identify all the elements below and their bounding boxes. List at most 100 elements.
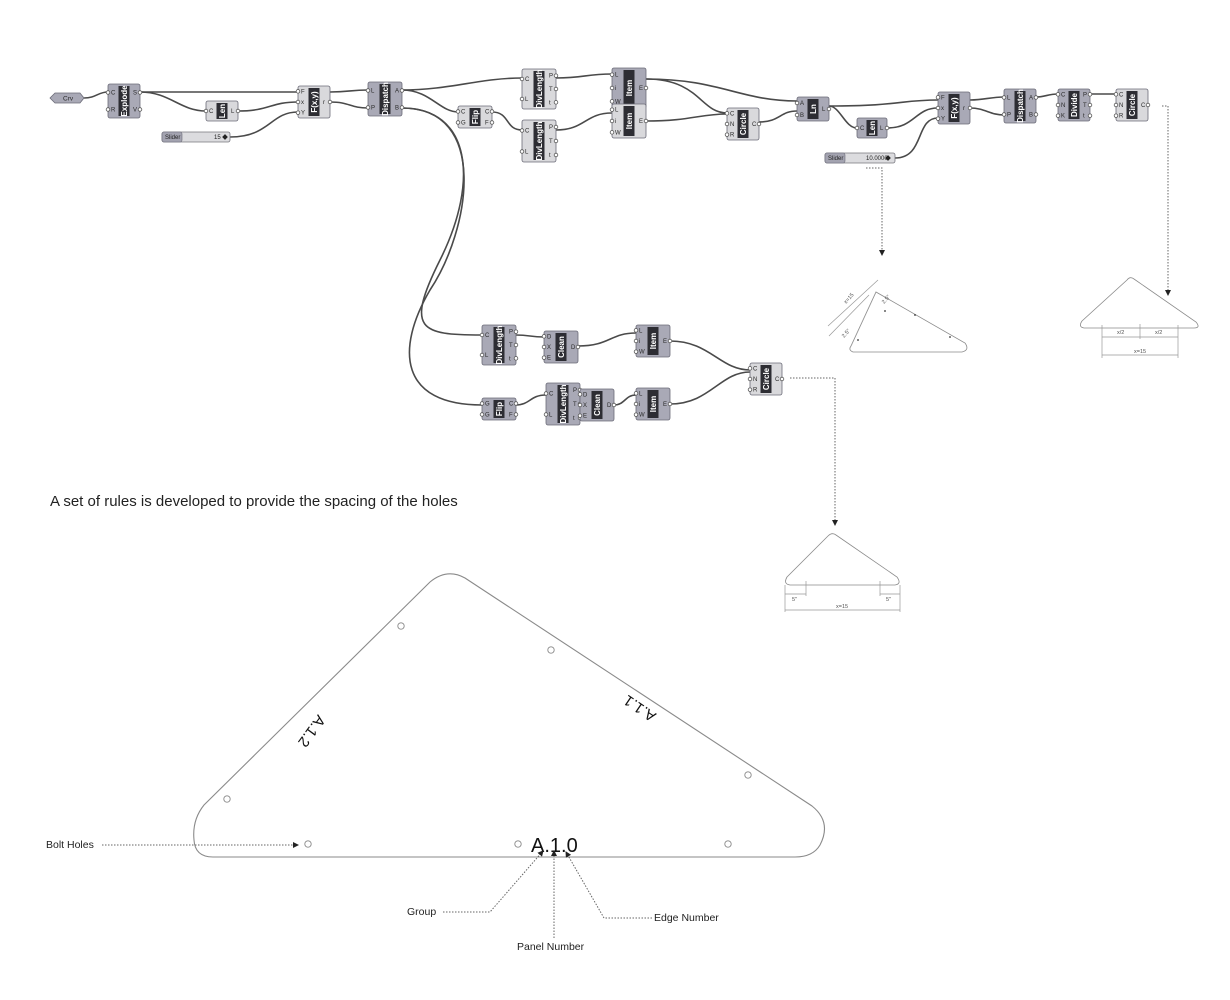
input-port[interactable]	[633, 349, 639, 354]
slider-grip-icon[interactable]	[885, 155, 891, 161]
output-port[interactable]	[1087, 113, 1093, 118]
input-port[interactable]	[935, 116, 941, 121]
input-port[interactable]	[105, 107, 111, 112]
input-port[interactable]	[541, 344, 547, 350]
input-port[interactable]	[455, 120, 461, 125]
input-port[interactable]	[105, 90, 111, 95]
output-port[interactable]	[575, 344, 581, 350]
output-port[interactable]	[611, 402, 617, 408]
input-port[interactable]	[543, 391, 549, 396]
output-port[interactable]	[553, 86, 559, 92]
input-port[interactable]	[747, 366, 753, 371]
input-port[interactable]	[724, 132, 730, 137]
output-port[interactable]	[643, 85, 649, 91]
output-port[interactable]	[667, 401, 673, 407]
input-port[interactable]	[541, 334, 547, 339]
input-port[interactable]	[633, 338, 639, 344]
input-port[interactable]	[1113, 102, 1119, 108]
input-port[interactable]	[541, 355, 547, 360]
output-port[interactable]	[1087, 102, 1093, 108]
input-port[interactable]	[609, 107, 615, 112]
input-port[interactable]	[479, 332, 485, 338]
output-port[interactable]	[399, 88, 405, 93]
input-port[interactable]	[577, 392, 583, 397]
output-port[interactable]	[513, 412, 519, 417]
input-port[interactable]	[577, 413, 583, 418]
input-port[interactable]	[633, 412, 639, 417]
input-port[interactable]	[609, 99, 615, 104]
input-port[interactable]	[633, 401, 639, 407]
input-port[interactable]	[577, 402, 583, 408]
input-port[interactable]	[1055, 92, 1061, 97]
slider-15[interactable]: Slider 15	[161, 131, 231, 143]
input-port[interactable]	[794, 100, 800, 106]
output-port[interactable]	[235, 108, 241, 114]
input-port[interactable]	[455, 109, 461, 114]
input-port[interactable]	[794, 112, 800, 118]
input-port[interactable]	[747, 387, 753, 392]
input-port[interactable]	[747, 376, 753, 382]
output-port[interactable]	[489, 120, 495, 125]
input-port[interactable]	[609, 130, 615, 135]
output-port[interactable]	[553, 138, 559, 144]
input-port[interactable]	[609, 72, 615, 77]
output-port[interactable]	[137, 90, 143, 95]
slider-grip-icon[interactable]	[222, 134, 228, 140]
output-port[interactable]	[513, 356, 519, 361]
slider-10[interactable]: Slider 10.0000	[824, 152, 896, 164]
input-port[interactable]	[203, 108, 209, 114]
output-port[interactable]	[667, 338, 673, 344]
input-port[interactable]	[295, 99, 301, 105]
input-port[interactable]	[724, 121, 730, 127]
output-port[interactable]	[399, 105, 405, 110]
output-port[interactable]	[553, 73, 559, 78]
input-port[interactable]	[365, 105, 371, 110]
input-port[interactable]	[543, 412, 549, 417]
input-port[interactable]	[935, 95, 941, 100]
output-port[interactable]	[1087, 92, 1093, 97]
output-port[interactable]	[643, 118, 649, 124]
input-port[interactable]	[724, 111, 730, 116]
output-port[interactable]	[967, 105, 973, 111]
output-port[interactable]	[513, 401, 519, 406]
output-port[interactable]	[553, 100, 559, 105]
output-port[interactable]	[756, 121, 762, 127]
output-port[interactable]	[779, 376, 785, 382]
output-port[interactable]	[1145, 102, 1151, 108]
input-port[interactable]	[519, 76, 525, 82]
input-port[interactable]	[365, 88, 371, 93]
node-crv[interactable]: Crv	[49, 92, 85, 104]
output-port[interactable]	[327, 99, 333, 105]
input-port[interactable]	[1113, 92, 1119, 97]
input-port[interactable]	[1055, 113, 1061, 118]
input-port[interactable]	[479, 401, 485, 406]
output-port[interactable]	[137, 107, 143, 112]
output-port[interactable]	[1033, 112, 1039, 117]
output-port[interactable]	[513, 329, 519, 334]
input-port[interactable]	[1113, 113, 1119, 118]
input-port[interactable]	[1055, 102, 1061, 108]
output-port[interactable]	[884, 125, 890, 131]
input-port[interactable]	[479, 412, 485, 417]
input-port[interactable]	[633, 391, 639, 396]
